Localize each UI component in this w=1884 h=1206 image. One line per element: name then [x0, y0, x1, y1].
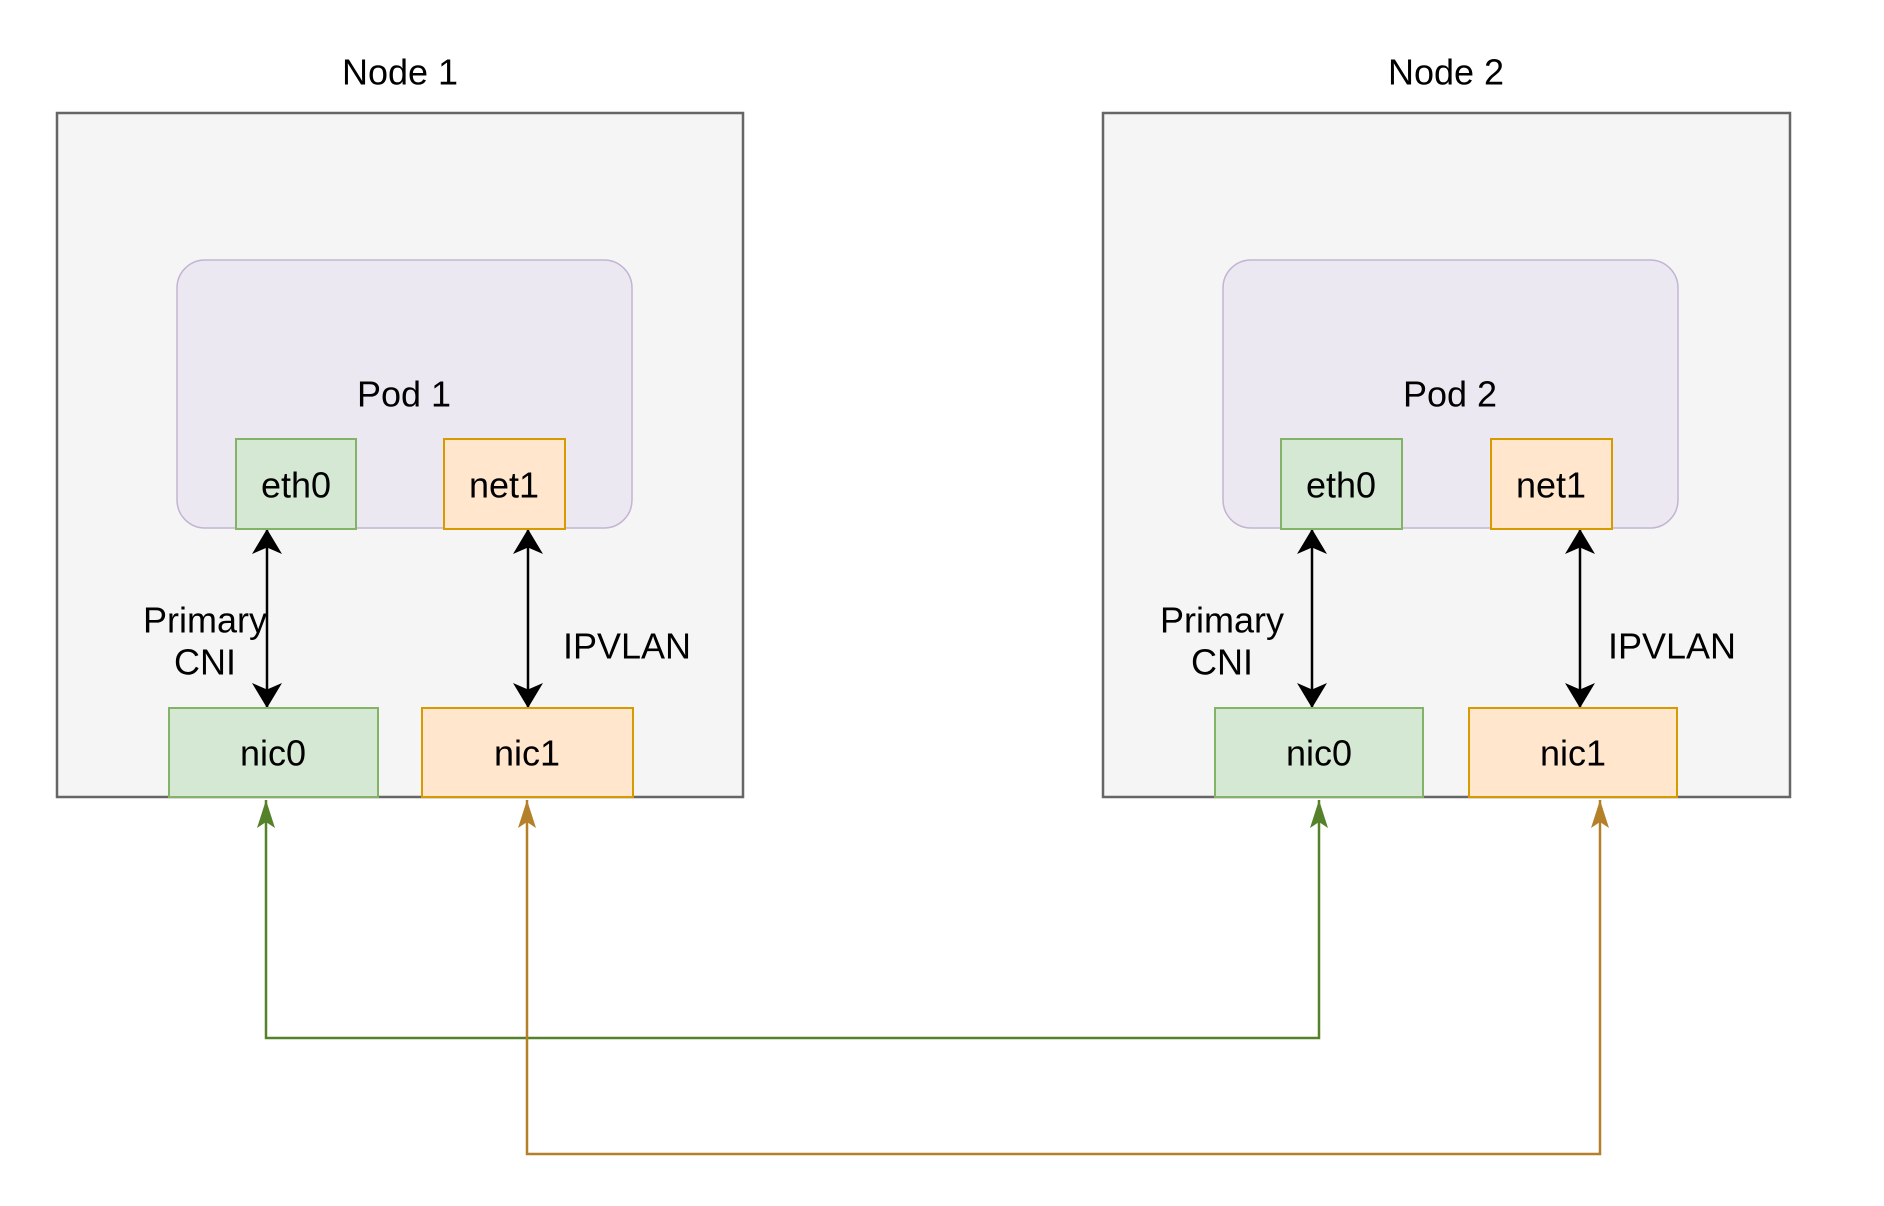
node-2-ipvlan-label: IPVLAN — [1608, 626, 1736, 667]
node-1-nic1-label: nic1 — [494, 733, 560, 774]
node-1-nic1-box — [421, 707, 634, 798]
node-1-title: Node 1 — [342, 52, 458, 93]
node-1-primary-cni-label-line1: Primary — [143, 600, 267, 641]
node-2-primary-cni-label-line1: Primary — [1160, 600, 1284, 641]
node-2-eth0-label: eth0 — [1306, 465, 1376, 506]
node-2-group: Node 2 Pod 2 eth0 net1 nic0 nic1 Primary… — [1101, 52, 1792, 799]
pod-1-label: Pod 1 — [357, 374, 451, 415]
nic1-to-nic1-link — [518, 800, 1609, 1156]
node-2-nic1-label: nic1 — [1540, 733, 1606, 774]
node-1-ipvlan-label: IPVLAN — [563, 626, 691, 667]
node-1-eth0-box — [235, 438, 357, 530]
node-2-net1-box — [1490, 438, 1613, 530]
node-2-net1-label: net1 — [1516, 465, 1586, 506]
node-1-group: Node 1 Pod 1 eth0 net1 nic0 nic1 Primary… — [55, 52, 745, 799]
node-2-primary-cni-label-line2: CNI — [1191, 642, 1253, 683]
node-1-eth0-label: eth0 — [261, 465, 331, 506]
node-2-title: Node 2 — [1388, 52, 1504, 93]
node-2-nic1-box — [1468, 707, 1678, 798]
node-2-nic0-label: nic0 — [1286, 733, 1352, 774]
node-2-nic0-box — [1214, 707, 1424, 798]
node-1-nic0-box — [168, 707, 379, 798]
node-1-net1-box — [443, 438, 566, 530]
node-1-net1-label: net1 — [469, 465, 539, 506]
node-2-eth0-box — [1280, 438, 1403, 530]
pod-2-label: Pod 2 — [1403, 374, 1497, 415]
node-1-primary-cni-label-line2: CNI — [174, 642, 236, 683]
nic0-to-nic0-link — [257, 800, 1328, 1040]
node-1-nic0-label: nic0 — [240, 733, 306, 774]
